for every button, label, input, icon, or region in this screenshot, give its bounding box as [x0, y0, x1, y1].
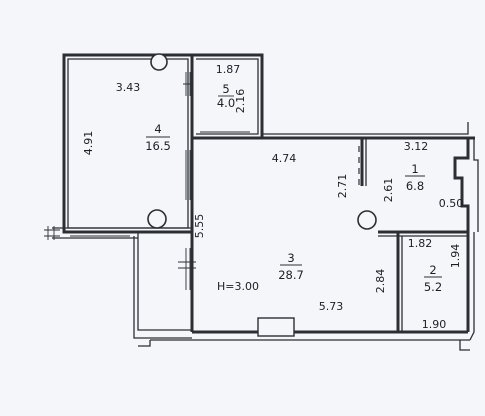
room-3-area: 28.7 [278, 268, 304, 282]
room-4-area: 16.5 [145, 139, 171, 153]
dim-2-61: 2.61 [382, 178, 395, 203]
room-2-number: 2 [429, 263, 436, 277]
dim-5-55: 5.55 [193, 214, 206, 239]
riser-symbol-bottom [147, 209, 167, 229]
window-marks [44, 72, 250, 290]
outer-walls [52, 53, 479, 351]
dim-5-73: 5.73 [319, 300, 344, 313]
dim-3-12: 3.12 [404, 140, 429, 153]
radiator-niche [257, 317, 295, 337]
room-4-number: 4 [154, 122, 161, 136]
dim-1-87: 1.87 [216, 63, 241, 76]
riser-symbol-right [357, 210, 377, 230]
dim-4-74: 4.74 [272, 152, 297, 165]
dim-2-71: 2.71 [336, 174, 349, 199]
room-2-area: 5.2 [424, 280, 442, 294]
dim-2-16: 2.16 [234, 89, 247, 114]
room-5-area: 4.0 [217, 96, 235, 110]
room-5-number: 5 [222, 82, 229, 96]
dim-1-82: 1.82 [408, 237, 433, 250]
dim-3-43: 3.43 [116, 81, 141, 94]
dim-0-50: 0.50 [439, 197, 464, 210]
dim-1-90: 1.90 [422, 318, 447, 331]
room-1-area: 6.8 [406, 179, 424, 193]
dim-1-94: 1.94 [449, 244, 462, 269]
dim-2-84: 2.84 [374, 269, 387, 294]
riser-symbol-top [150, 53, 168, 71]
room-1-number: 1 [411, 162, 418, 176]
dim-4-91: 4.91 [82, 131, 95, 156]
ceiling-height: H=3.00 [217, 280, 259, 293]
room-3-number: 3 [287, 251, 294, 265]
